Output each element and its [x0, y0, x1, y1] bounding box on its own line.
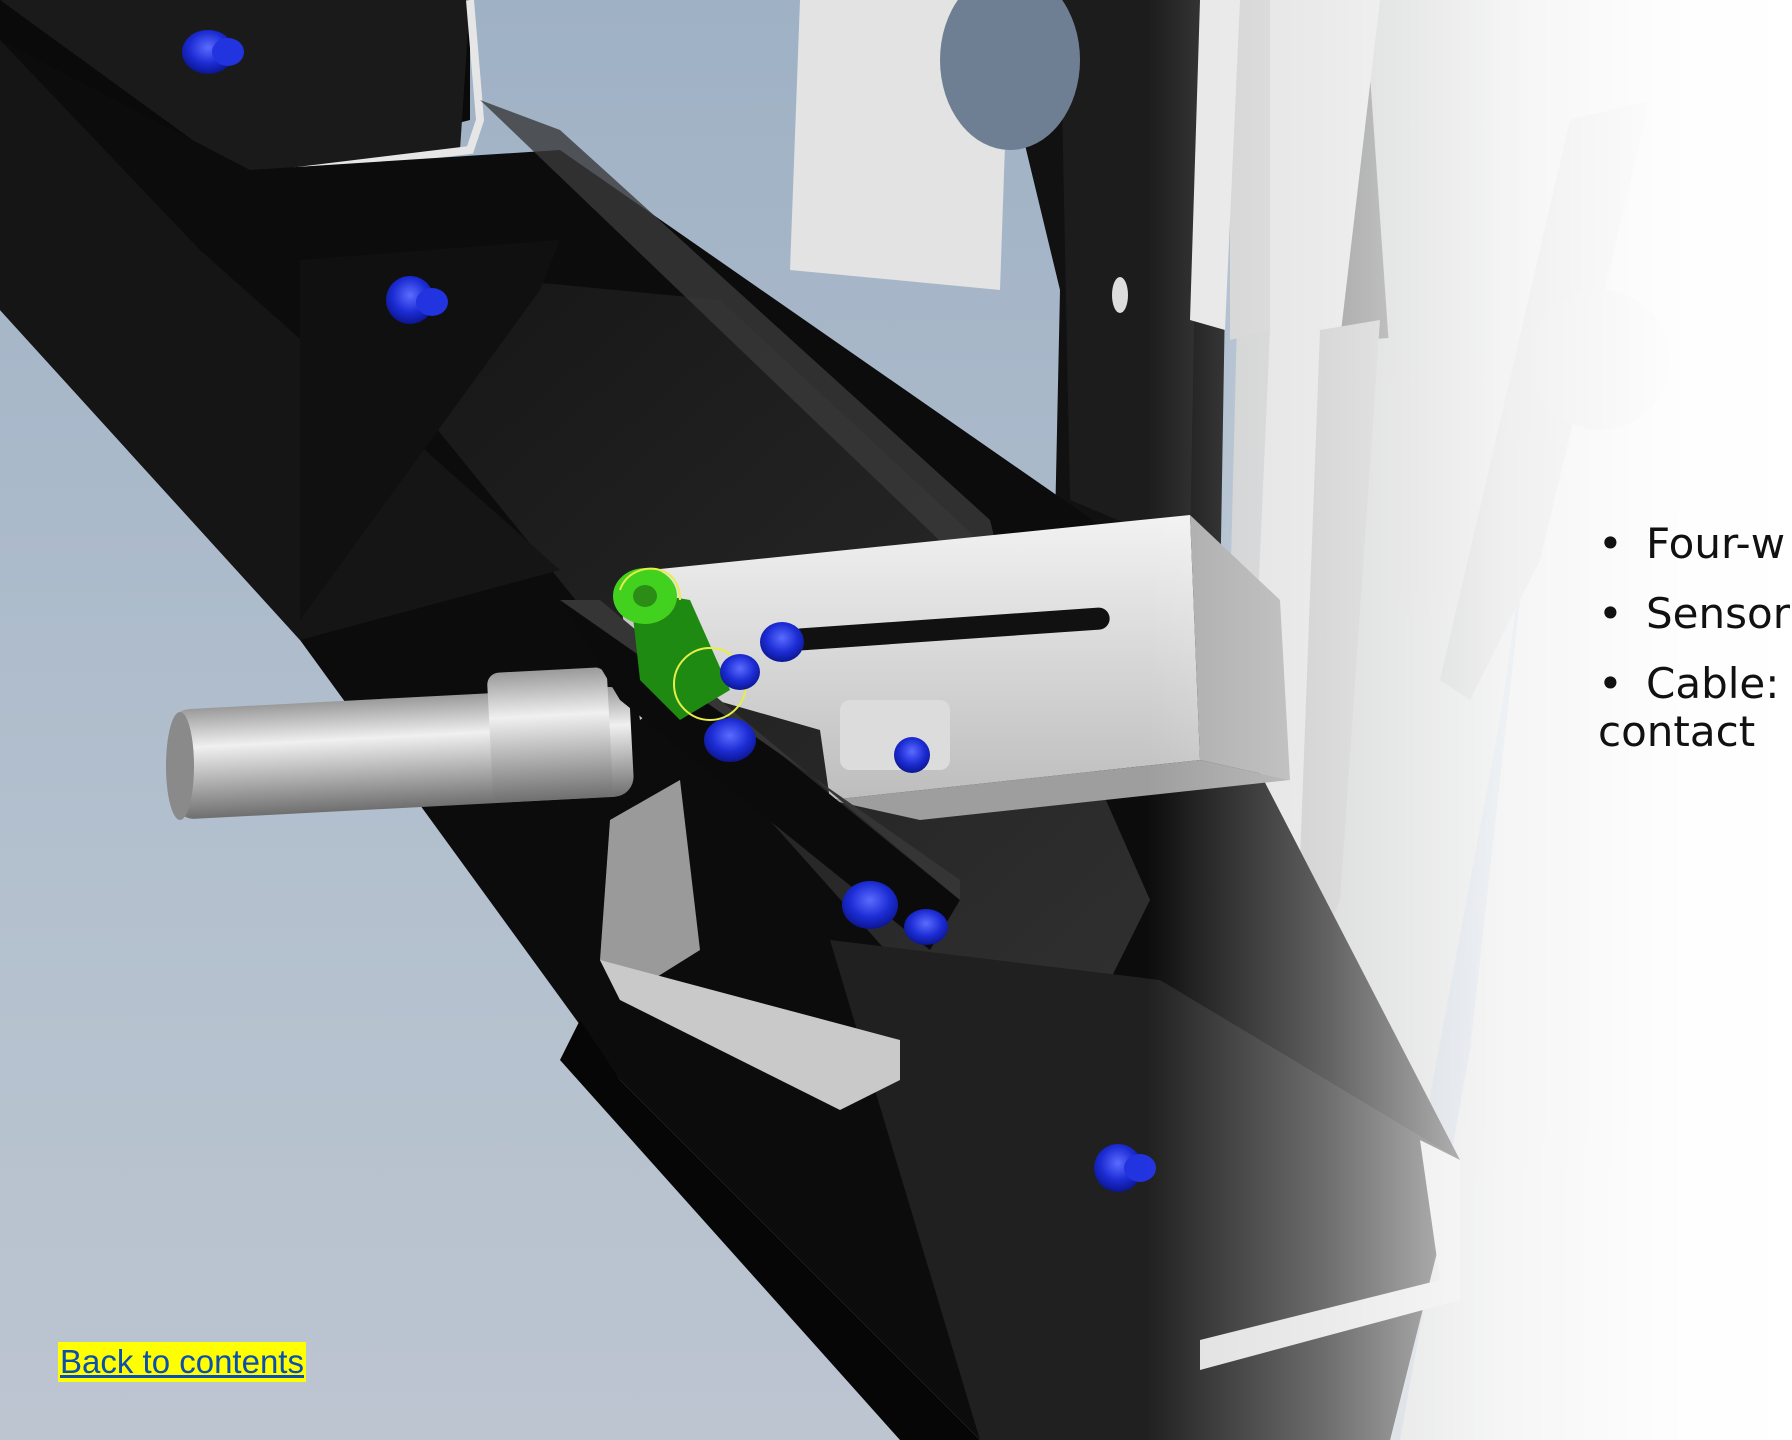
- bullet-dot-icon: •: [1598, 658, 1623, 708]
- back-to-contents-link[interactable]: Back to contents: [58, 1342, 306, 1382]
- bullet-continuation: contact: [1598, 706, 1756, 756]
- bullet-item: • Cable:contact: [1598, 658, 1792, 756]
- bullet-text: Four-w: [1646, 520, 1786, 568]
- bullet-item: • Sensor: [1598, 588, 1792, 638]
- bullet-dot-icon: •: [1598, 520, 1623, 568]
- bullet-text: Sensor: [1646, 588, 1790, 638]
- bullet-item: • Four-w: [1598, 520, 1792, 568]
- bullet-dot-icon: •: [1598, 588, 1623, 638]
- bullet-text: Cable:: [1646, 658, 1780, 708]
- bullet-list: • Four-w • Sensor • Cable:contact: [1598, 520, 1792, 778]
